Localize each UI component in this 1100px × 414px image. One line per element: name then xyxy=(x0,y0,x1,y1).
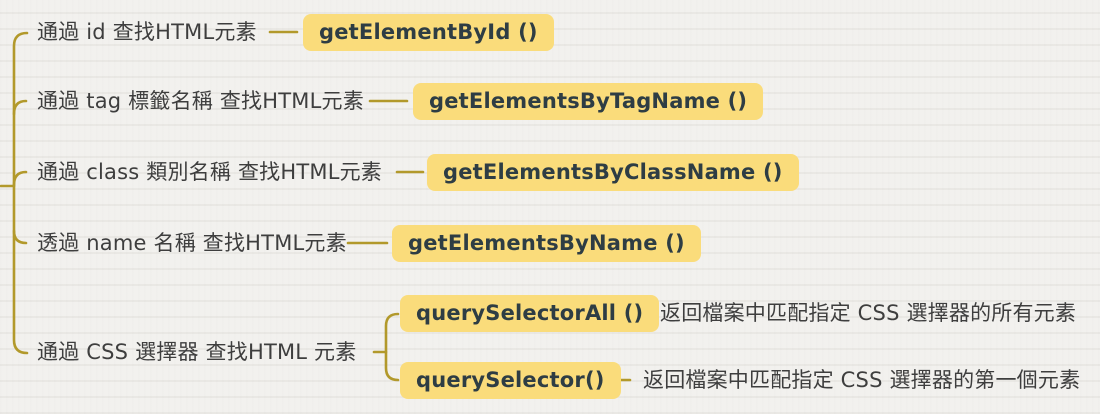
method-box-getelementbyid[interactable]: getElementById () xyxy=(303,14,554,51)
method-box-queryselectorall[interactable]: querySelectorAll () xyxy=(400,295,660,332)
branch-hook-tag xyxy=(12,99,28,116)
css-sub-bracket xyxy=(384,312,400,382)
branch-label-name[interactable]: 透過 name 名稱 查找HTML元素 xyxy=(37,231,347,255)
method-box-getelementsbyname[interactable]: getElementsByName () xyxy=(392,225,701,262)
method-box-queryselector[interactable]: querySelector() xyxy=(400,362,621,399)
description-queryselectorall[interactable]: 返回檔案中匹配指定 CSS 選擇器的所有元素 xyxy=(660,301,1077,325)
description-queryselector[interactable]: 返回檔案中匹配指定 CSS 選擇器的第一個元素 xyxy=(643,368,1081,392)
branch-label-css-selector[interactable]: 通過 CSS 選擇器 查找HTML 元素 xyxy=(37,340,357,364)
branch-label-class[interactable]: 通過 class 類別名稱 查找HTML元素 xyxy=(37,160,382,184)
method-box-getelementsbyclassname[interactable]: getElementsByClassName () xyxy=(427,154,799,191)
branch-hook-name xyxy=(12,229,28,245)
branch-hook-class xyxy=(12,170,28,187)
branch-label-tag[interactable]: 通過 tag 標籤名稱 查找HTML元素 xyxy=(37,89,364,113)
branch-label-id[interactable]: 通過 id 查找HTML元素 xyxy=(37,20,257,44)
main-bracket xyxy=(12,31,29,355)
method-box-getelementsbytagname[interactable]: getElementsByTagName () xyxy=(413,83,764,120)
